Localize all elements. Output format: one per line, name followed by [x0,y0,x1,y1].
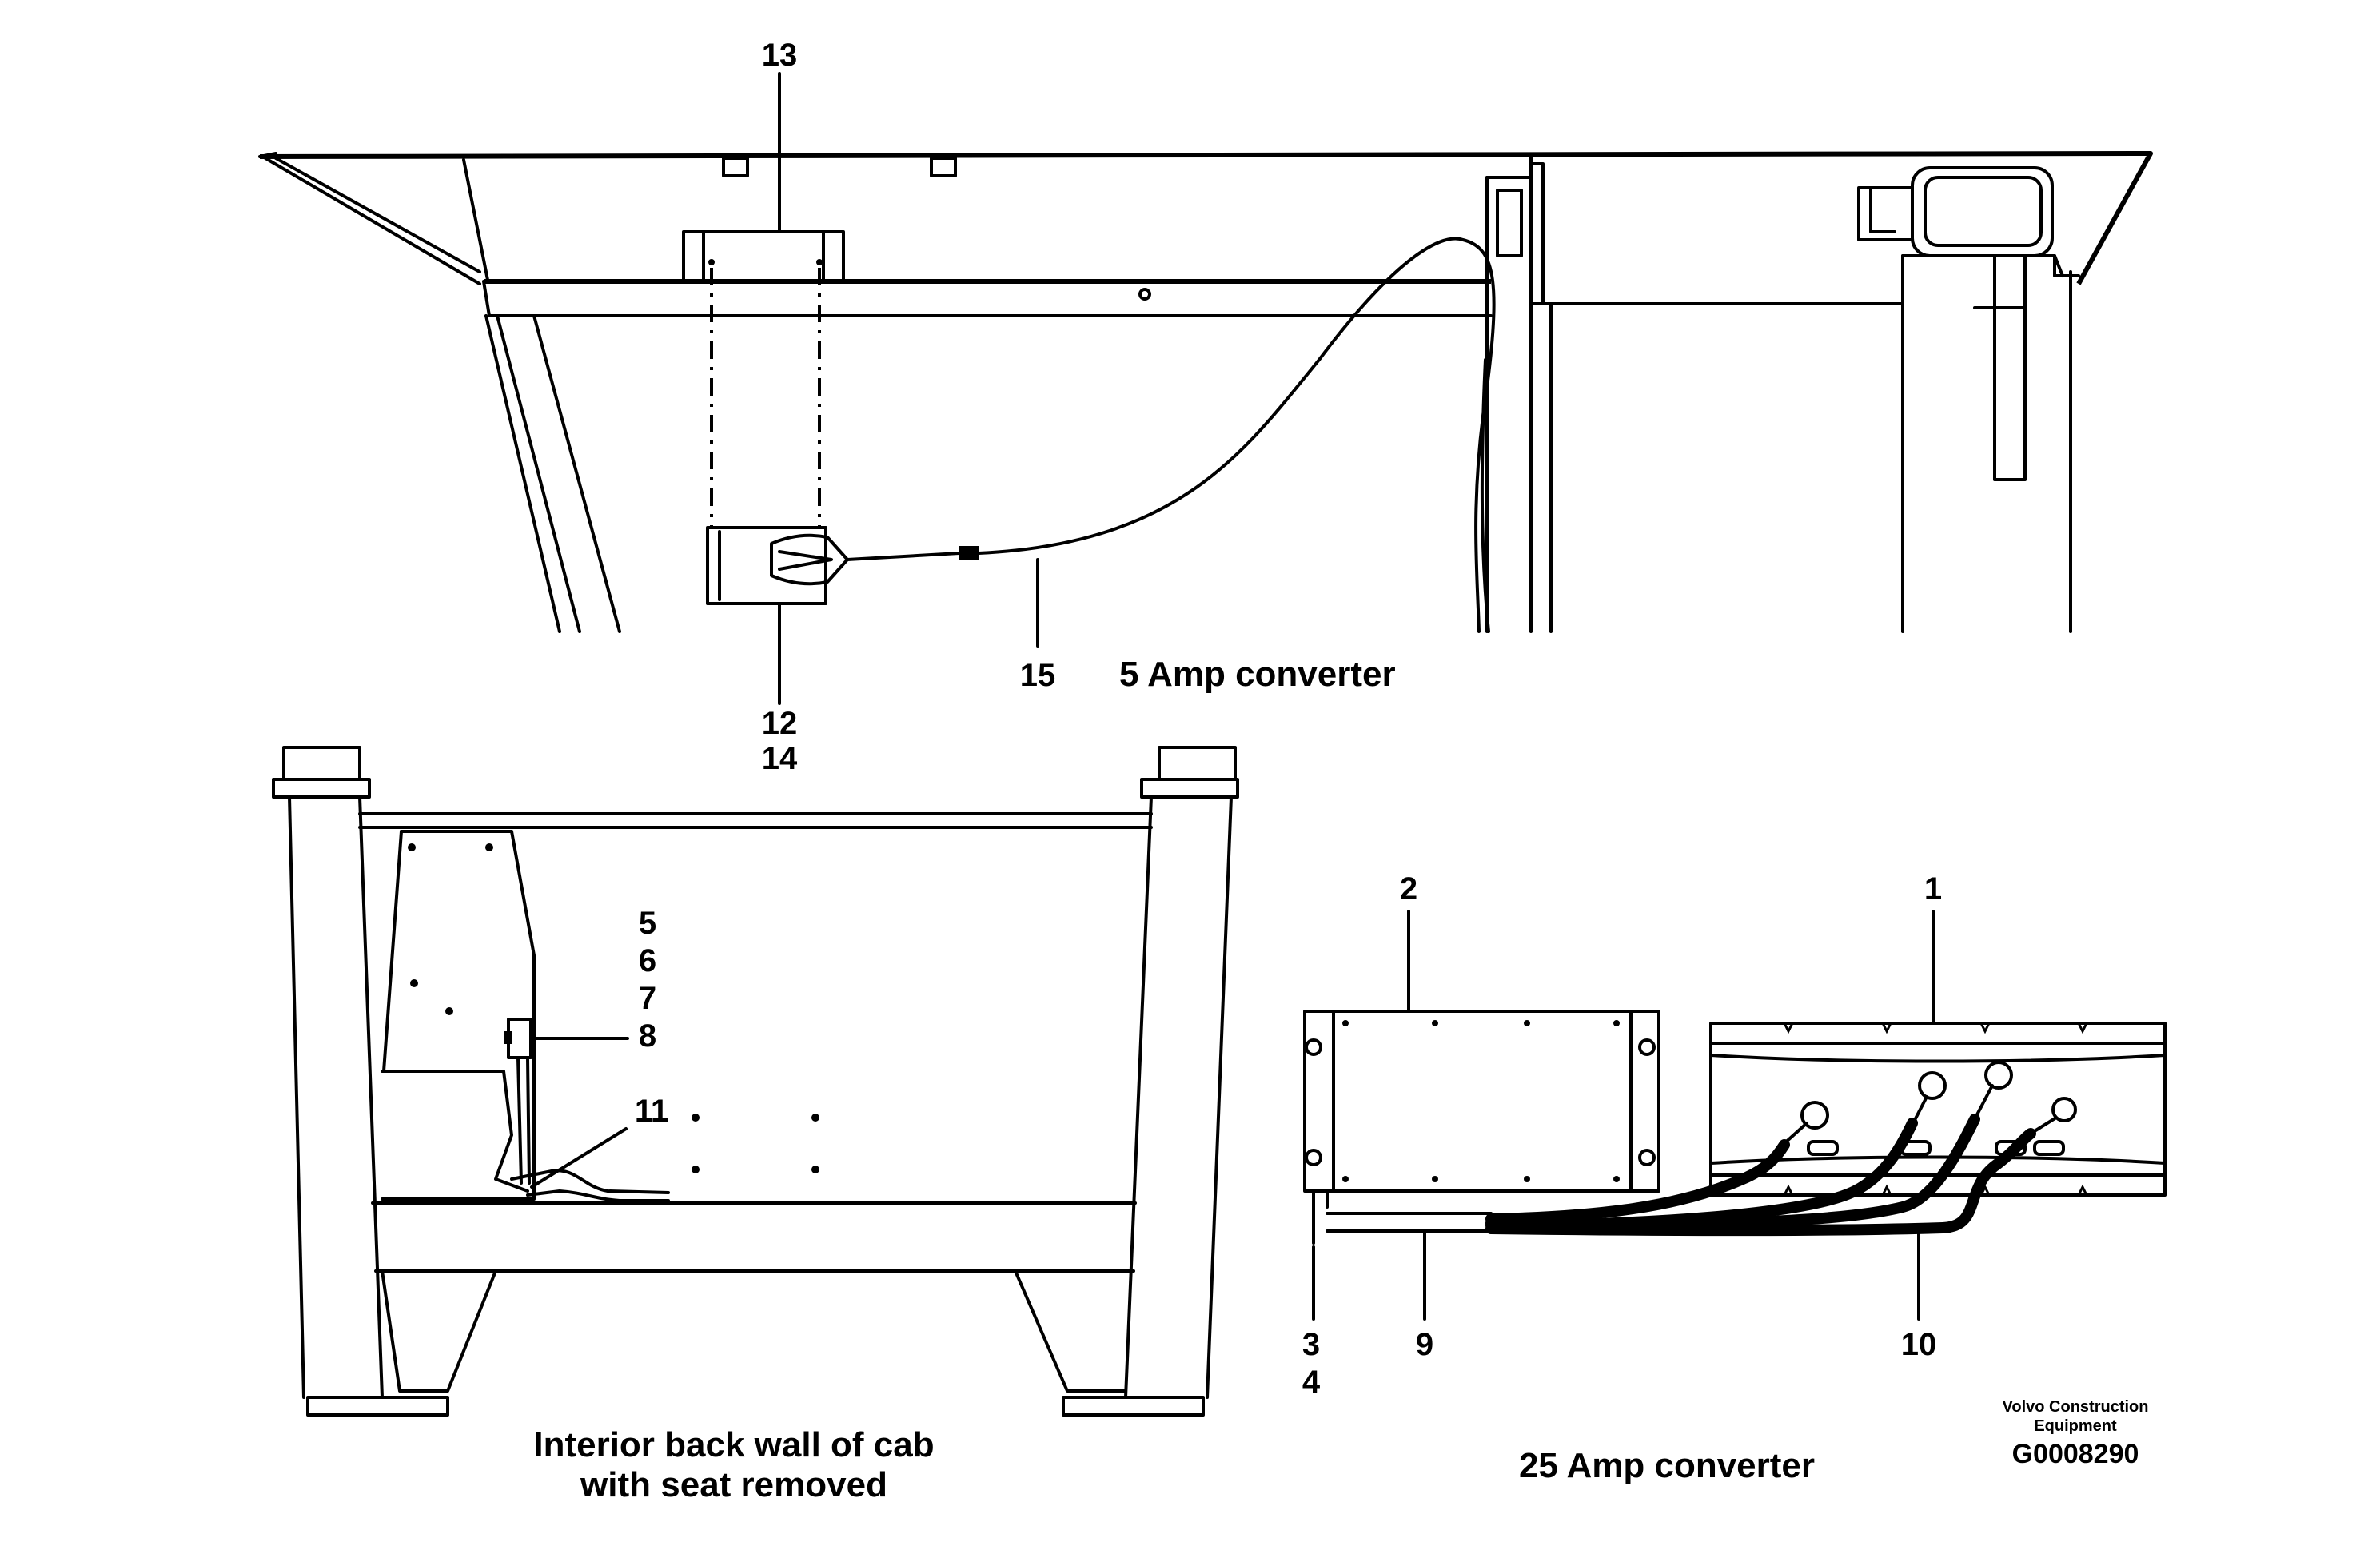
label-6: 6 [639,943,656,978]
interior-back-wall-view [272,746,1239,1417]
label-14: 14 [762,741,798,776]
label-13: 13 [762,38,798,73]
brand-line1: Volvo Construction [2003,1398,2149,1416]
brand-line2: Equipment [2034,1417,2117,1435]
label-8: 8 [639,1018,656,1054]
label-4: 4 [1302,1365,1321,1400]
label-5: 5 [639,906,656,941]
label-9: 9 [1416,1327,1433,1362]
label-15: 15 [1020,658,1056,693]
label-1: 1 [1924,871,1942,907]
label-2: 2 [1400,871,1417,907]
drawing-code: G0008290 [2012,1439,2139,1469]
caption-interior-line2: with seat removed [580,1465,887,1504]
label-12: 12 [762,706,798,741]
label-7: 7 [639,981,656,1016]
caption-interior-line1: Interior back wall of cab [533,1425,934,1464]
converter-25-amp-view [1303,1010,2167,1245]
cab-roof-view [258,151,2153,633]
caption-25-amp-converter: 25 Amp converter [1519,1446,1815,1485]
leader-11 [530,1127,628,1189]
label-10: 10 [1901,1327,1937,1362]
label-11: 11 [635,1094,668,1129]
caption-5-amp-converter: 5 Amp converter [1119,655,1396,694]
label-3: 3 [1302,1327,1320,1362]
